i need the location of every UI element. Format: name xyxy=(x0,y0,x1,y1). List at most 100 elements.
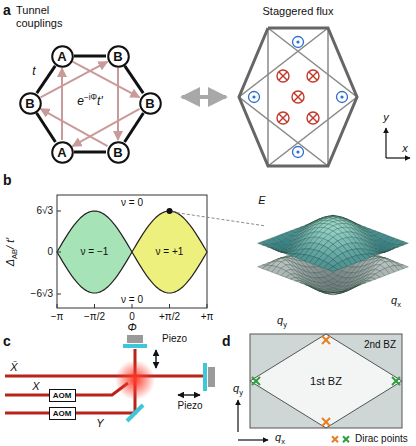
phase-lobe xyxy=(132,211,207,293)
flux-into xyxy=(309,72,317,80)
marker-dot xyxy=(167,208,173,214)
figure-label: y xyxy=(283,320,287,329)
label-group: qy xyxy=(233,382,243,398)
second-bz xyxy=(250,334,402,428)
phase-lobe xyxy=(57,211,132,293)
flux-into xyxy=(277,70,289,82)
lattice-site: B xyxy=(107,45,130,68)
dirac-cross xyxy=(322,336,330,344)
figure-label: +π xyxy=(201,311,214,322)
label-group: X̄ xyxy=(10,361,17,374)
axis-arrow xyxy=(238,439,268,440)
figure-label: q xyxy=(277,314,283,326)
label-group: −π/2 xyxy=(84,311,105,323)
figure-label: x xyxy=(397,300,401,309)
figure-label: ν = 0 xyxy=(121,294,143,305)
band-patch xyxy=(258,241,267,245)
figure-label: +π/2 xyxy=(159,311,180,322)
label-group: Piezo xyxy=(162,333,187,345)
tick xyxy=(169,304,170,308)
label-group: X xyxy=(32,380,39,393)
band-surface xyxy=(258,215,409,295)
figure-label: c xyxy=(3,333,11,349)
label-group: y xyxy=(383,111,389,124)
figure-label: d xyxy=(222,333,231,349)
band-patch xyxy=(272,248,281,252)
band-patch xyxy=(328,293,337,295)
label-group: +π/2 xyxy=(159,311,180,323)
axis-arrow xyxy=(385,128,386,158)
label-group: b xyxy=(3,172,12,188)
dirac-cross xyxy=(322,418,330,426)
figure-label: Tunnel couplings xyxy=(16,4,62,29)
figure-label: 0 xyxy=(47,246,53,257)
atom-cloud xyxy=(115,360,155,400)
nn-bond xyxy=(37,113,56,142)
nnn-link xyxy=(268,28,357,166)
label-group: ν = 0 xyxy=(121,294,143,306)
figure-label: Φ xyxy=(127,321,136,333)
equivalence-arrow xyxy=(182,95,226,99)
flux-into xyxy=(279,114,287,122)
plot-frame xyxy=(57,195,207,308)
figure-label: 6√3 xyxy=(36,205,53,216)
label-group: +π xyxy=(201,311,214,323)
band-patch xyxy=(366,277,375,281)
axis-arrow xyxy=(237,400,238,432)
figure-label: E xyxy=(258,194,265,206)
lattice-site: A xyxy=(51,45,74,68)
hexagon-outline xyxy=(239,28,357,166)
site-label: B xyxy=(25,96,34,111)
label-group: Φ xyxy=(127,321,136,334)
label-group: ν = +1 xyxy=(156,246,184,258)
lattice-site: B xyxy=(19,92,42,115)
laser-beam xyxy=(5,375,203,378)
tick xyxy=(57,211,61,212)
label-group: 0 xyxy=(47,246,53,258)
first-bz xyxy=(250,334,402,428)
band-patch xyxy=(291,277,300,281)
figure-label: 0 xyxy=(129,311,135,322)
nnn-tunnel-arrow xyxy=(72,109,139,146)
band-patch xyxy=(333,292,342,293)
flux-into xyxy=(309,72,317,80)
lattice-site: B xyxy=(107,141,130,164)
legend-sample xyxy=(330,434,352,444)
band-patch xyxy=(324,292,333,293)
tick xyxy=(57,304,58,308)
figure-label: ν = +1 xyxy=(156,246,184,257)
motion-arrow xyxy=(155,350,156,368)
label-group: qy xyxy=(277,314,287,330)
label-group: ν = 0 xyxy=(121,197,143,209)
piezo xyxy=(127,335,143,343)
site-circle-shape xyxy=(108,46,129,67)
flux-into xyxy=(294,93,302,101)
mirror xyxy=(123,344,147,348)
dirac-cross xyxy=(322,336,330,344)
figure-label: q xyxy=(391,294,397,306)
flux-into xyxy=(294,93,302,101)
dirac-cross xyxy=(322,418,330,426)
figure-label: y xyxy=(239,388,243,397)
label-group: a xyxy=(3,2,11,18)
lattice-site: B xyxy=(139,92,162,115)
figure-label: Piezo xyxy=(162,333,187,344)
flux-into xyxy=(307,70,319,82)
nnn-tunnel-arrow xyxy=(41,62,108,98)
band-patch xyxy=(328,293,337,294)
legend-text: Dirac points xyxy=(355,433,408,445)
axis-arrow xyxy=(386,157,410,158)
site-label: B xyxy=(113,49,122,64)
figure-label: ν = −1 xyxy=(81,246,109,257)
flux-out xyxy=(337,92,348,103)
figure-label: q xyxy=(275,431,281,443)
nnn-tunnel-arrow xyxy=(73,62,140,98)
label-group: Staggered flux xyxy=(263,5,334,18)
nnn-tunnel-arrow xyxy=(117,68,119,140)
figure-label: −π xyxy=(51,311,64,322)
site-label: B xyxy=(145,96,154,111)
site-circle-shape xyxy=(52,46,73,67)
device-label: AOM xyxy=(53,409,72,418)
